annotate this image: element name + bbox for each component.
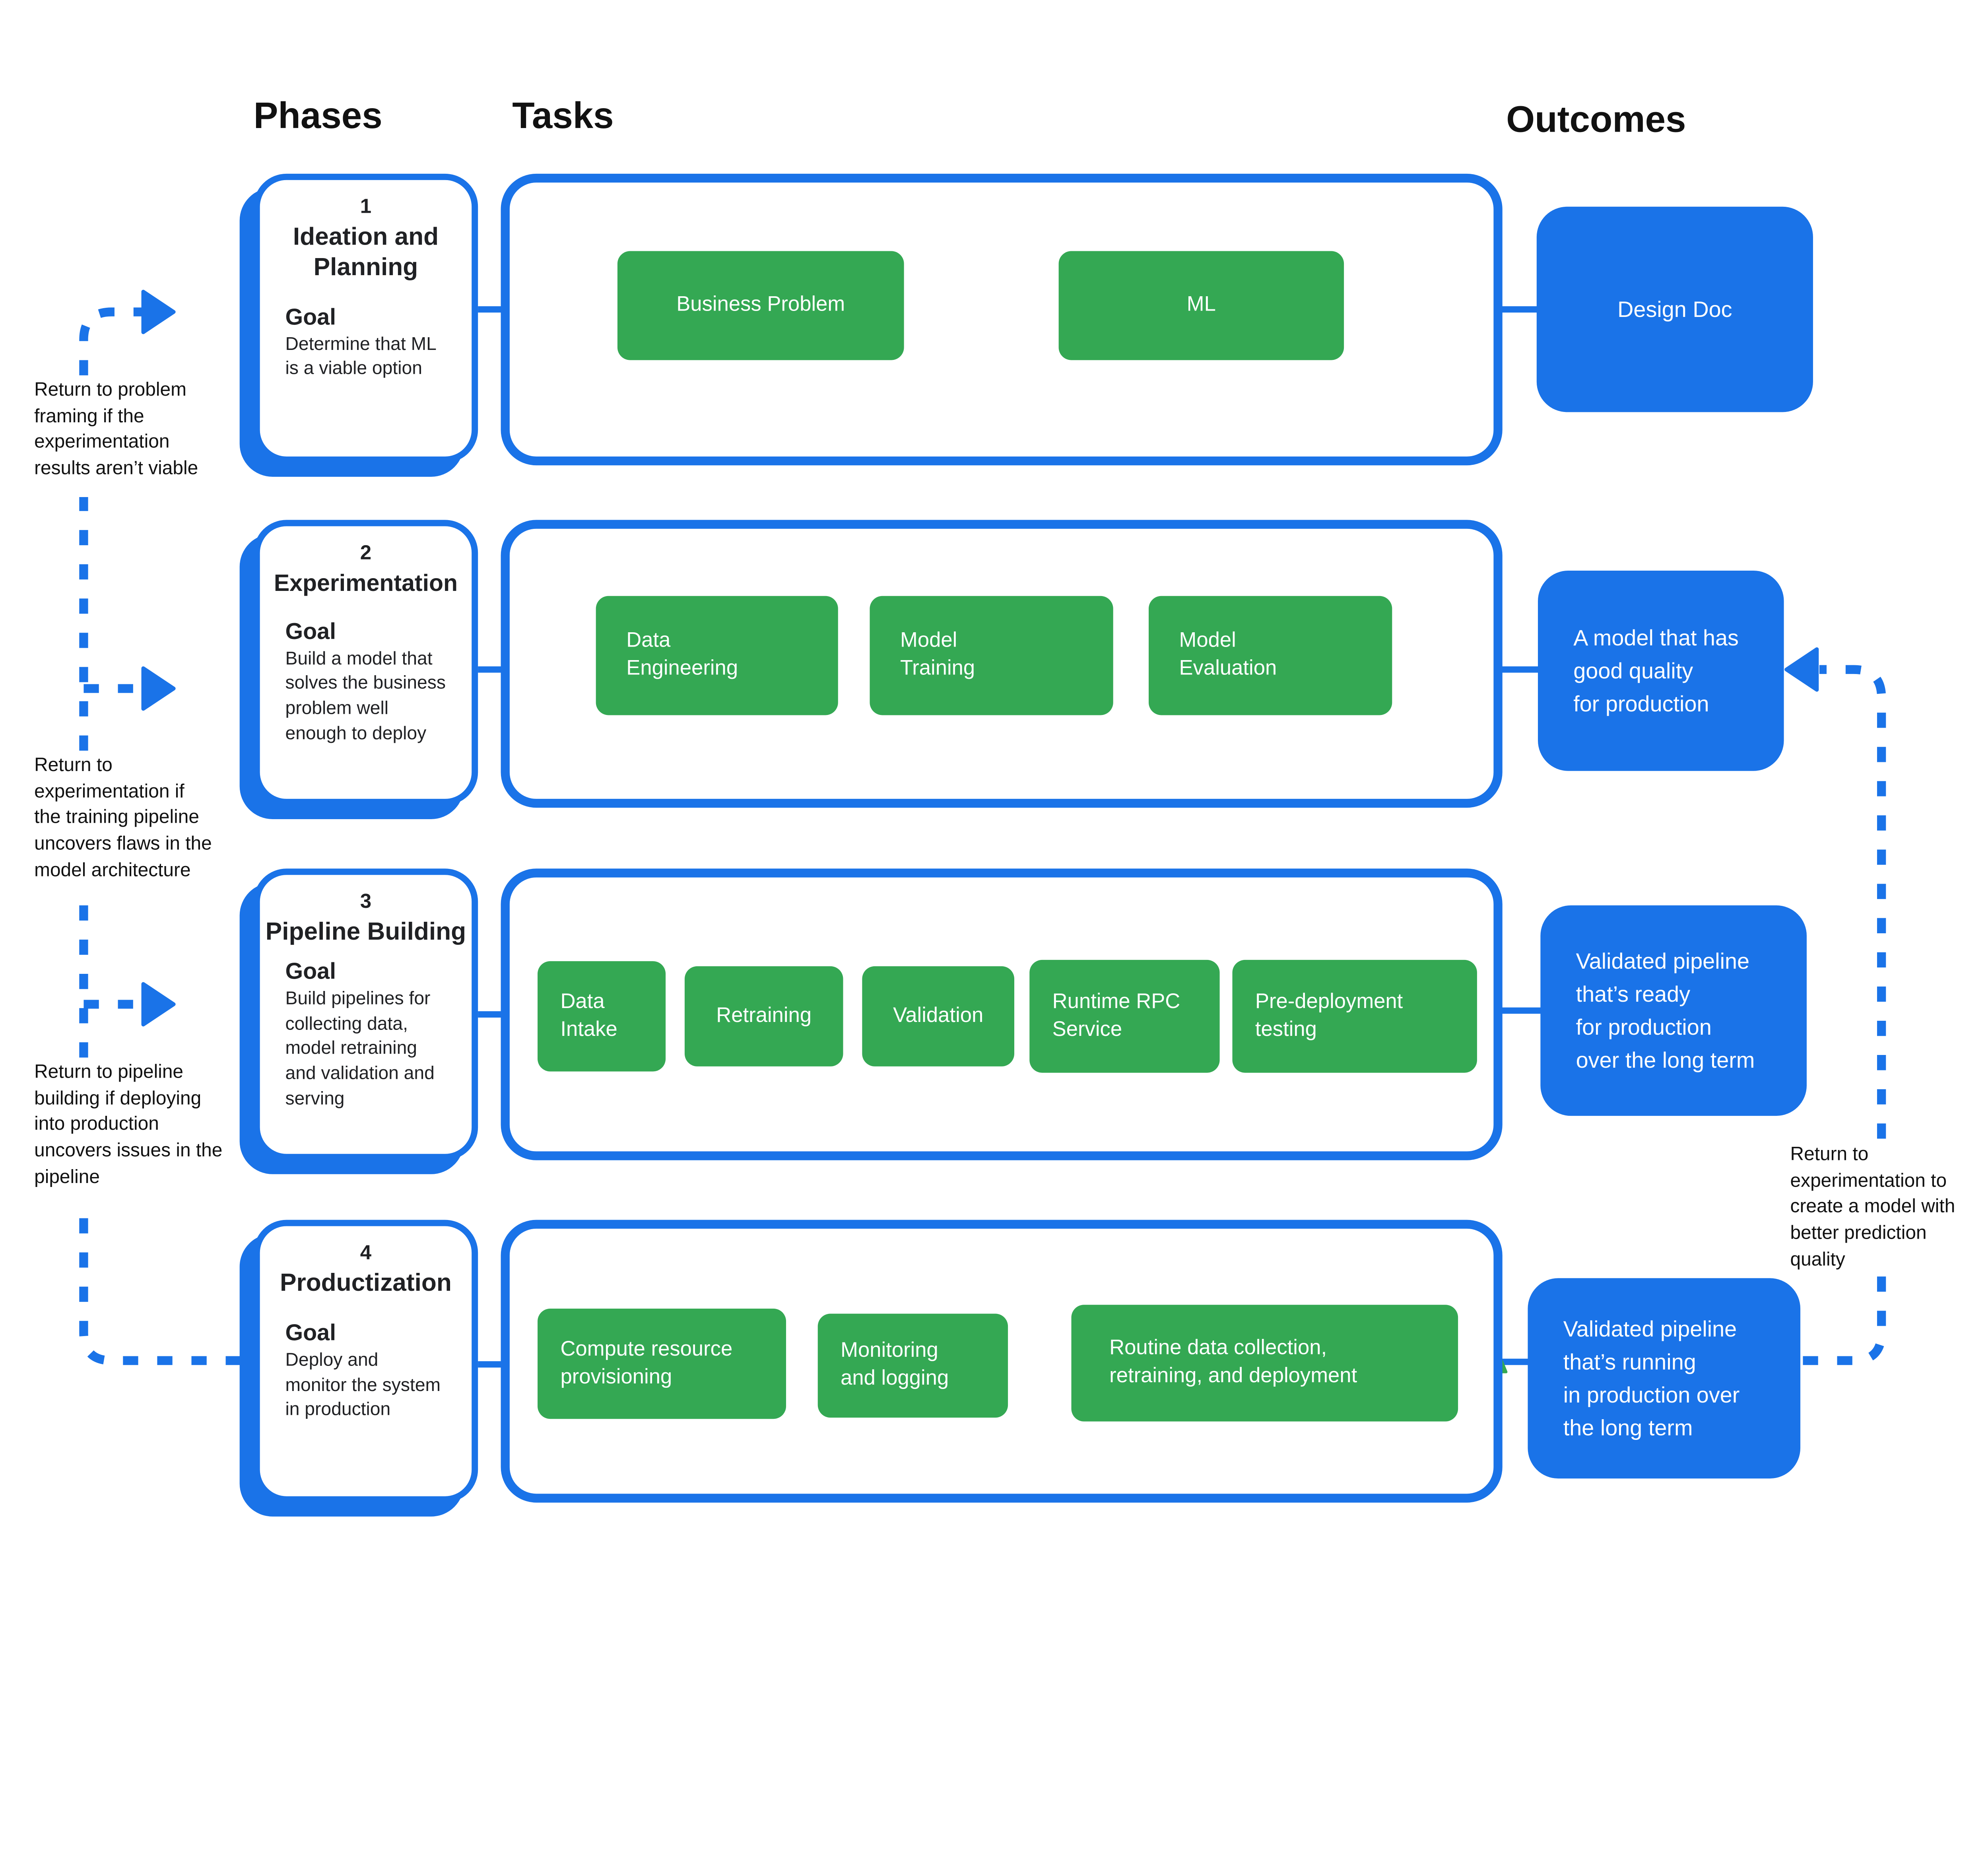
left-feedback-branch-phase1 (79, 307, 142, 375)
task-box-business-problem: Business Problem (617, 251, 904, 360)
task-box-monitoring-and-logging: Monitoring and logging (817, 1313, 1008, 1418)
outcome-card-validated-pipeline-running: Validated pipeline that’s running in pro… (1528, 1278, 1801, 1479)
task-box-ml: ML (1058, 251, 1344, 360)
phase-number: 2 (360, 542, 372, 565)
task-box-retraining: Retraining (684, 966, 843, 1066)
task-box-data-intake: Data Intake (538, 961, 666, 1072)
task-box-model-training: Model Training (870, 596, 1113, 715)
right-feedback-path-top (1819, 665, 1886, 1139)
phase-title: Pipeline Building (265, 918, 466, 946)
outcome-card-validated-pipeline-ready: Validated pipeline that’s ready for prod… (1540, 905, 1807, 1116)
diagram-canvas: Phases Tasks Outcomes (34, 96, 1955, 1503)
left-feedback-path-bottom (79, 1204, 241, 1365)
annotation-return-to-pipeline-building: Return to pipeline building if deploying… (34, 1061, 223, 1188)
phase-card-productization: 4 Productization Goal Deploy and monitor… (253, 1220, 478, 1503)
annotation-return-to-problem-framing: Return to problem framing if the experim… (34, 379, 198, 480)
task-box-data-engineering: Data Engineering (596, 596, 838, 715)
phase-title: Productization (280, 1269, 452, 1298)
right-feedback-path-bottom (1803, 1274, 1886, 1365)
phase-card-ideation: 1 Ideation and Planning Goal Determine t… (253, 173, 478, 463)
phase-card-experimentation: 2 Experimentation Goal Build a model tha… (253, 520, 478, 805)
outcomes-column-header: Outcomes (1506, 100, 1686, 141)
task-box-model-evaluation: Model Evaluation (1149, 596, 1392, 715)
annotation-return-to-experimentation-right: Return to experimentation to create a mo… (1790, 1144, 1955, 1270)
phase-title: Ideation and Planning (293, 223, 439, 282)
annotation-return-to-experimentation: Return to experimentation if the trainin… (34, 754, 212, 881)
task-box-predeployment-testing: Pre-deployment testing (1232, 960, 1477, 1073)
outcome-card-quality-model: A model that has good quality for produc… (1538, 570, 1784, 771)
outcome-card-design-doc: Design Doc (1536, 206, 1813, 412)
goal-text: Build a model that solves the business p… (285, 649, 446, 744)
goal-label: Goal (285, 1319, 336, 1345)
phases-column-header: Phases (253, 96, 382, 137)
phase-title: Experimentation (274, 569, 458, 596)
arrowhead-to-phase1 (141, 289, 176, 334)
phase-number: 3 (360, 891, 372, 913)
arrowhead-to-outcome2 (1784, 647, 1819, 692)
goal-text: Build pipelines for collecting data, mod… (285, 989, 435, 1109)
arrowhead-to-phase3 (141, 982, 176, 1027)
goal-label: Goal (285, 303, 336, 329)
task-box-compute-resource-provisioning: Compute resource provisioning (538, 1308, 786, 1419)
phase-number: 4 (360, 1243, 372, 1265)
goal-label: Goal (285, 618, 336, 644)
goal-text: Deploy and monitor the system in product… (285, 1350, 441, 1421)
task-box-routine-data-collection: Routine data collection, retraining, and… (1071, 1305, 1458, 1422)
phase-number: 1 (360, 196, 372, 218)
task-box-validation: Validation (862, 966, 1015, 1066)
goal-label: Goal (285, 958, 336, 984)
goal-text: Determine that ML is a viable option (285, 334, 437, 380)
task-box-runtime-rpc-service: Runtime RPC Service (1029, 960, 1220, 1073)
tasks-column-header: Tasks (512, 96, 614, 137)
phase-card-pipeline-building: 3 Pipeline Building Goal Build pipelines… (253, 868, 478, 1160)
arrowhead-to-phase2 (141, 666, 176, 711)
